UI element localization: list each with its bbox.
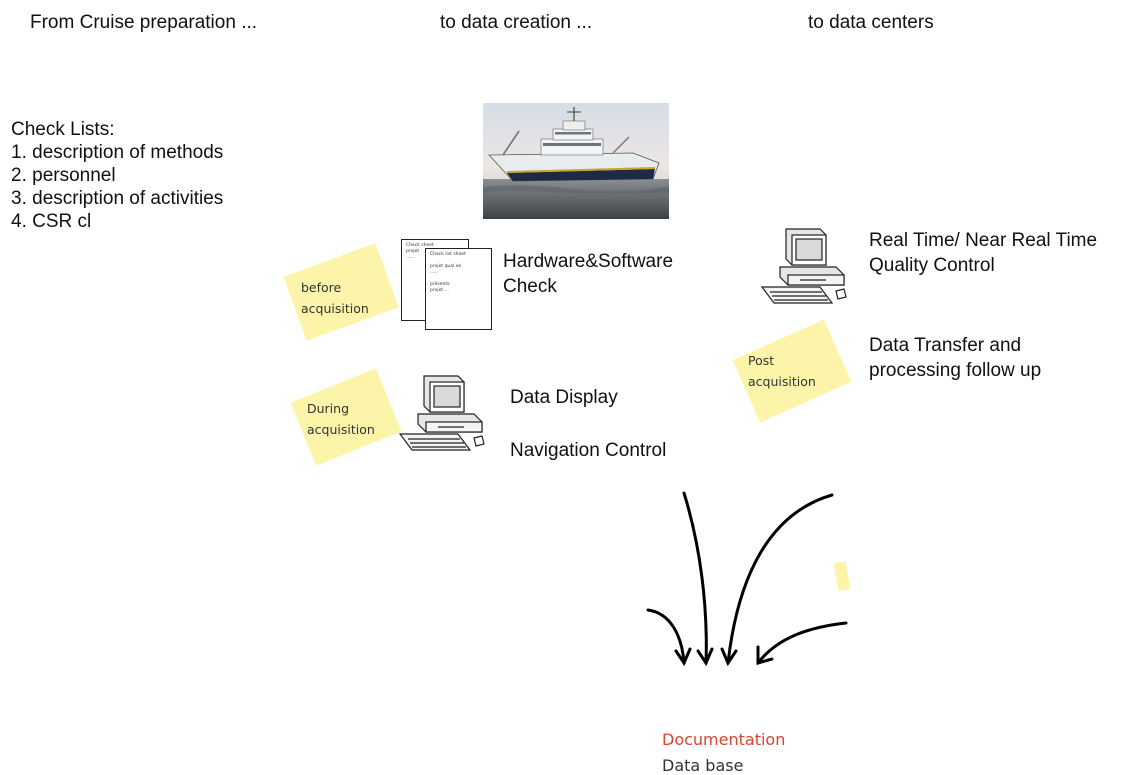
quality-control-computer-icon (760, 228, 847, 304)
arrow-top (682, 491, 708, 665)
arrow-left (646, 608, 686, 665)
converging-arrows (646, 491, 848, 667)
header-cruise-preparation: From Cruise preparation ... (30, 12, 258, 33)
data-transfer-line1: Data Transfer and (869, 335, 1022, 356)
quality-control-line2: Quality Control (869, 255, 995, 276)
checklist-document-front: Check list sheet projet qual ok ...... p… (425, 248, 492, 330)
research-vessel-photo (483, 103, 669, 219)
checklist-item: 4. CSR cl (11, 211, 92, 232)
checklist: Check Lists: 1. description of methods 2… (11, 118, 223, 233)
quality-control-label: Real Time/ Near Real Time Quality Contro… (869, 228, 1097, 278)
note-during-line1: During (307, 401, 350, 416)
navigation-control-label: Navigation Control (510, 440, 667, 461)
note-post-line1: Post (748, 353, 775, 368)
hardware-software-check-label: Hardware&Software Check (503, 249, 673, 299)
checklist-title: Check Lists: (11, 119, 115, 140)
hardware-check-line2: Check (503, 276, 557, 297)
checklist-item: 2. personnel (11, 165, 116, 186)
arrow-top-right (726, 493, 834, 665)
arrow-right (756, 621, 848, 665)
checklist-item: 3. description of activities (11, 188, 224, 209)
data-display-label: Data Display (510, 387, 618, 408)
checklist-item: 1. description of methods (11, 142, 224, 163)
note-during-line2: acquisition (307, 422, 375, 437)
note-before-line1: before (301, 280, 342, 295)
database-label: Data base (662, 756, 744, 775)
note-during-text: During acquisition (307, 398, 375, 440)
note-post-line2: acquisition (748, 374, 816, 389)
desktop-computer-icon (398, 375, 485, 451)
note-before-line2: acquisition (301, 301, 369, 316)
note-post-text: Post acquisition (748, 350, 816, 392)
header-data-centers: to data centers (808, 12, 934, 33)
data-transfer-line2: processing follow up (869, 360, 1042, 381)
hardware-check-line1: Hardware&Software (503, 251, 674, 272)
quality-control-line1: Real Time/ Near Real Time (869, 230, 1098, 251)
documentation-label: Documentation (662, 730, 786, 749)
data-transfer-label: Data Transfer and processing follow up (869, 333, 1041, 383)
header-data-creation: to data creation ... (440, 12, 593, 33)
note-before-text: before acquisition (301, 277, 369, 319)
